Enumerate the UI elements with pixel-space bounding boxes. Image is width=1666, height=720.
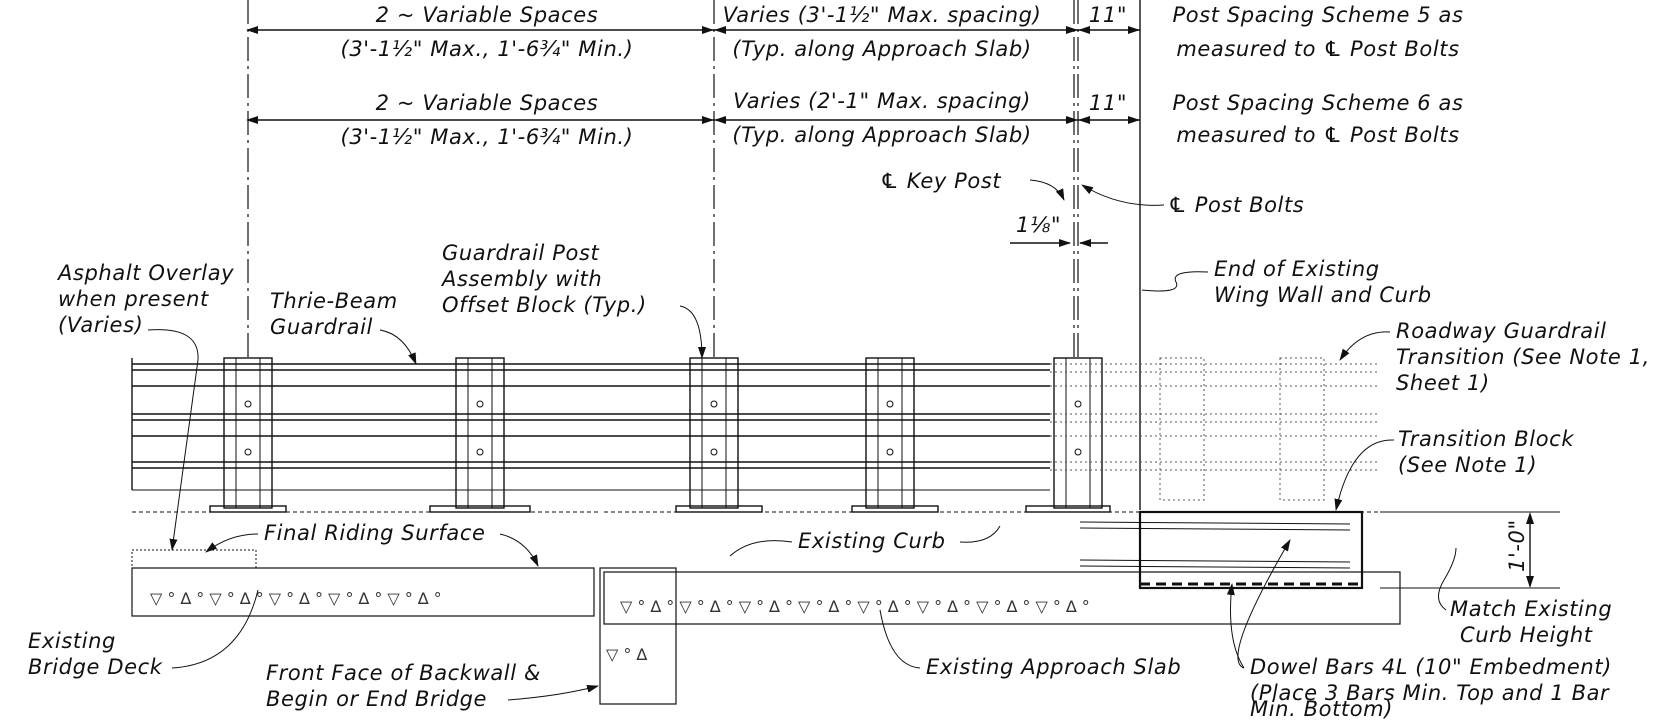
- asphalt-line2: when present: [58, 287, 209, 311]
- scheme5-line1: Post Spacing Scheme 5 as: [1173, 3, 1464, 27]
- scheme6-variable-spaces: 2 ~ Variable Spaces: [376, 91, 599, 115]
- svg-text:▽ ° ∆: ▽ ° ∆: [606, 645, 647, 664]
- final-riding-label: Final Riding Surface: [264, 521, 486, 545]
- transition-block-line1: Transition Block: [1398, 427, 1574, 451]
- backwall-line1: Front Face of Backwall &: [266, 661, 541, 685]
- dimension-row-scheme-6: 2 ~ Variable Spaces (3'-1½" Max., 1'-6¾"…: [246, 89, 1464, 149]
- thrie-beam-line2: Guardrail: [270, 315, 373, 339]
- bridge-deck: ▽ ° ∆ ° ▽ ° ∆ ° ▽ ° ∆ ° ▽ ° ∆ ° ▽ ° ∆ °: [131, 511, 600, 617]
- backwall-line2: Begin or End Bridge: [266, 687, 487, 711]
- curb-height-value: 1'-0": [1505, 519, 1529, 572]
- dimension-row-scheme-5: 2 ~ Variable Spaces (3'-1½" Max., 1'-6¾"…: [246, 3, 1464, 61]
- scheme5-eleven: 11": [1089, 3, 1127, 27]
- offset-dimension: 1⅛": [1010, 213, 1108, 247]
- roadway-transition-line1: Roadway Guardrail: [1396, 319, 1607, 343]
- scheme6-varies: Varies (2'-1" Max. spacing): [733, 89, 1031, 113]
- match-curb-line1: Match Existing: [1450, 597, 1612, 621]
- scheme6-line2: measured to ℄ Post Bolts: [1176, 123, 1459, 147]
- svg-text:▽ ° ∆ ° ▽ ° ∆ ° ▽ ° ∆ ° ▽ ° ∆: ▽ ° ∆ ° ▽ ° ∆ ° ▽ ° ∆ ° ▽ ° ∆ ° ▽ ° ∆ °: [150, 589, 442, 608]
- bridge-deck-line1: Existing: [28, 629, 116, 653]
- bridge-deck-line2: Bridge Deck: [28, 655, 163, 679]
- scheme6-typ: (Typ. along Approach Slab): [732, 123, 1031, 147]
- approach-slab-label: Existing Approach Slab: [926, 655, 1181, 679]
- transition-block-line2: (See Note 1): [1398, 453, 1537, 477]
- dowel-line3: Min. Bottom): [1250, 697, 1393, 720]
- key-post-label: ℄ Key Post: [880, 169, 1001, 193]
- post-assembly-line2: Assembly with: [440, 267, 602, 291]
- guardrail-posts: [209, 357, 1111, 513]
- end-wing-wall-line1: End of Existing: [1214, 257, 1380, 281]
- post-assembly-line1: Guardrail Post: [442, 241, 600, 265]
- end-wing-wall-line2: Wing Wall and Curb: [1214, 283, 1432, 307]
- asphalt-line3: (Varies): [58, 313, 143, 337]
- scheme6-variable-limits: (3'-1½" Max., 1'-6¾" Min.): [341, 125, 634, 149]
- post-bolts-label: ℄ Post Bolts: [1168, 193, 1304, 217]
- match-curb-line2: Curb Height: [1460, 623, 1593, 647]
- scheme6-eleven: 11": [1089, 91, 1127, 115]
- scheme5-varies: Varies (3'-1½" Max. spacing): [723, 3, 1042, 27]
- scheme5-line2: measured to ℄ Post Bolts: [1176, 37, 1459, 61]
- dowel-line1: Dowel Bars 4L (10" Embedment): [1250, 655, 1612, 679]
- scheme5-typ: (Typ. along Approach Slab): [732, 37, 1031, 61]
- scheme6-line1: Post Spacing Scheme 6 as: [1173, 91, 1464, 115]
- approach-slab: ▽ ° ∆ ° ▽ ° ∆ ° ▽ ° ∆ ° ▽ ° ∆ ° ▽ ° ∆ ° …: [603, 511, 1401, 625]
- scheme5-variable-limits: (3'-1½" Max., 1'-6¾" Min.): [341, 37, 634, 61]
- thrie-beam-line1: Thrie-Beam: [270, 289, 398, 313]
- roadway-transition-hidden: [1050, 357, 1380, 501]
- transition-block: [1079, 510, 1364, 590]
- svg-text:▽ ° ∆ ° ▽ ° ∆ ° ▽ ° ∆ ° ▽ ° ∆: ▽ ° ∆ ° ▽ ° ∆ ° ▽ ° ∆ ° ▽ ° ∆ ° ▽ ° ∆ ° …: [620, 597, 1090, 616]
- scheme5-variable-spaces: 2 ~ Variable Spaces: [376, 3, 599, 27]
- backwall: ▽ ° ∆: [599, 567, 677, 705]
- existing-curb-label: Existing Curb: [798, 529, 946, 553]
- dowel-line2: (Place 3 Bars Min. Top and 1 Bar: [1250, 681, 1610, 705]
- post-centerlines: [247, 0, 1141, 510]
- asphalt-line1: Asphalt Overlay: [56, 261, 234, 285]
- thrie-beam-guardrail: [131, 358, 1050, 491]
- roadway-transition-line2: Transition (See Note 1,: [1396, 345, 1650, 369]
- roadway-transition-line3: Sheet 1): [1396, 371, 1490, 395]
- post-assembly-line3: Offset Block (Typ.): [442, 293, 647, 317]
- offset-value: 1⅛": [1016, 213, 1061, 237]
- curb-height-dimension: 1'-0": [1380, 511, 1560, 589]
